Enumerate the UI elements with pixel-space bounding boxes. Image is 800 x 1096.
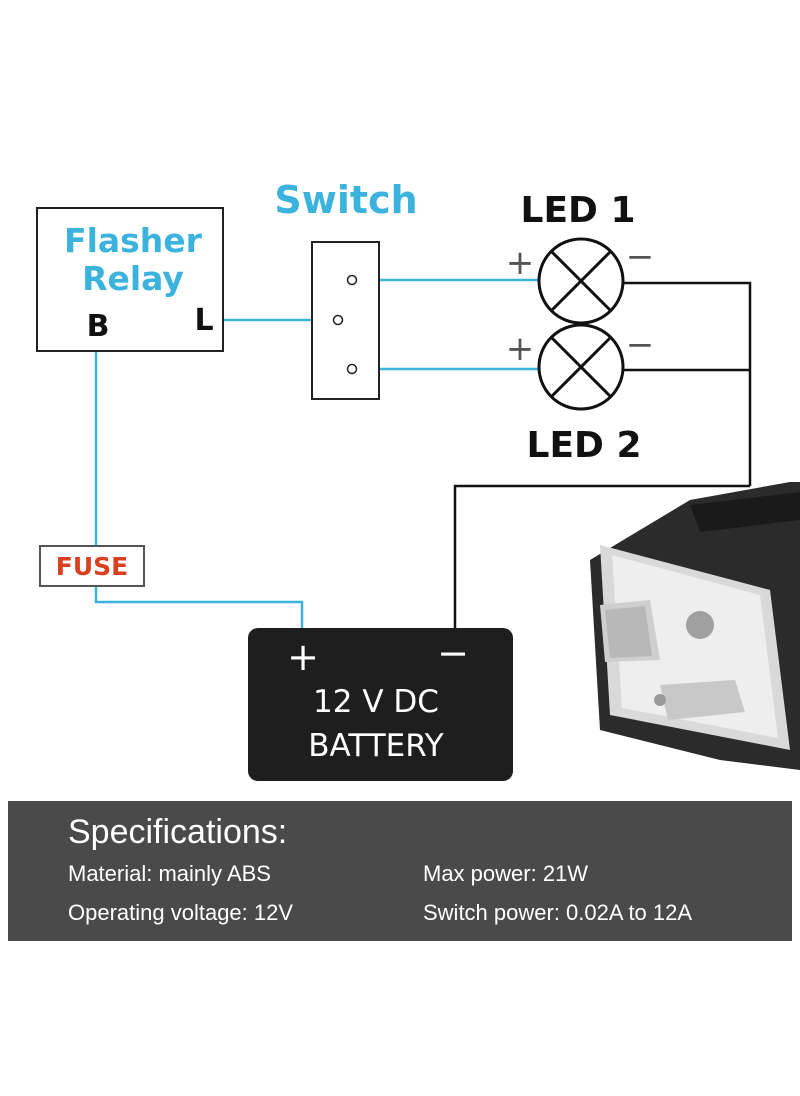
battery-minus: −	[437, 631, 469, 675]
switch-contact-bottom	[346, 363, 358, 375]
specifications-title: Specifications:	[68, 813, 288, 851]
wire-fuse-to-battery-plus	[94, 586, 304, 628]
led2-plus: +	[506, 329, 535, 369]
wire-led-to-battery-minus	[453, 484, 750, 628]
flasher-relay: Flasher Relay B L	[36, 207, 224, 352]
battery-label: BATTERY	[308, 728, 444, 764]
led-2: + − LED 2	[506, 323, 655, 466]
switch-contact-common	[332, 314, 344, 326]
switch-title: Switch	[274, 178, 417, 222]
fuse-label: FUSE	[56, 552, 128, 581]
fuse: FUSE	[39, 545, 145, 587]
led1-minus: −	[626, 237, 655, 277]
spec-switch-power: Switch power: 0.02A to 12A	[423, 900, 693, 925]
wire-led1-minus	[624, 281, 752, 486]
relay-product-photo	[590, 482, 800, 770]
led2-minus: −	[626, 325, 655, 365]
spec-max-power: Max power: 21W	[423, 861, 589, 886]
specifications-panel: Specifications: Material: mainly ABS Ope…	[8, 801, 792, 941]
terminal-l-label: L	[194, 303, 213, 338]
spec-material: Material: mainly ABS	[68, 861, 271, 886]
battery-plus: +	[287, 635, 319, 679]
spec-operating-voltage: Operating voltage: 12V	[68, 900, 294, 925]
flasher-relay-title-line1: Flasher	[64, 221, 203, 260]
flasher-relay-title-line2: Relay	[82, 259, 184, 298]
battery: + − 12 V DC BATTERY	[248, 628, 513, 781]
led2-label: LED 2	[527, 425, 642, 466]
black-wiring	[453, 281, 752, 628]
battery-voltage: 12 V DC	[313, 684, 439, 720]
switch-contact-top	[346, 274, 358, 286]
led-1: LED 1 + −	[506, 190, 655, 325]
terminal-b-label: B	[87, 309, 110, 344]
led1-plus: +	[506, 243, 535, 283]
switch: Switch	[274, 178, 418, 400]
led1-label: LED 1	[521, 190, 636, 231]
